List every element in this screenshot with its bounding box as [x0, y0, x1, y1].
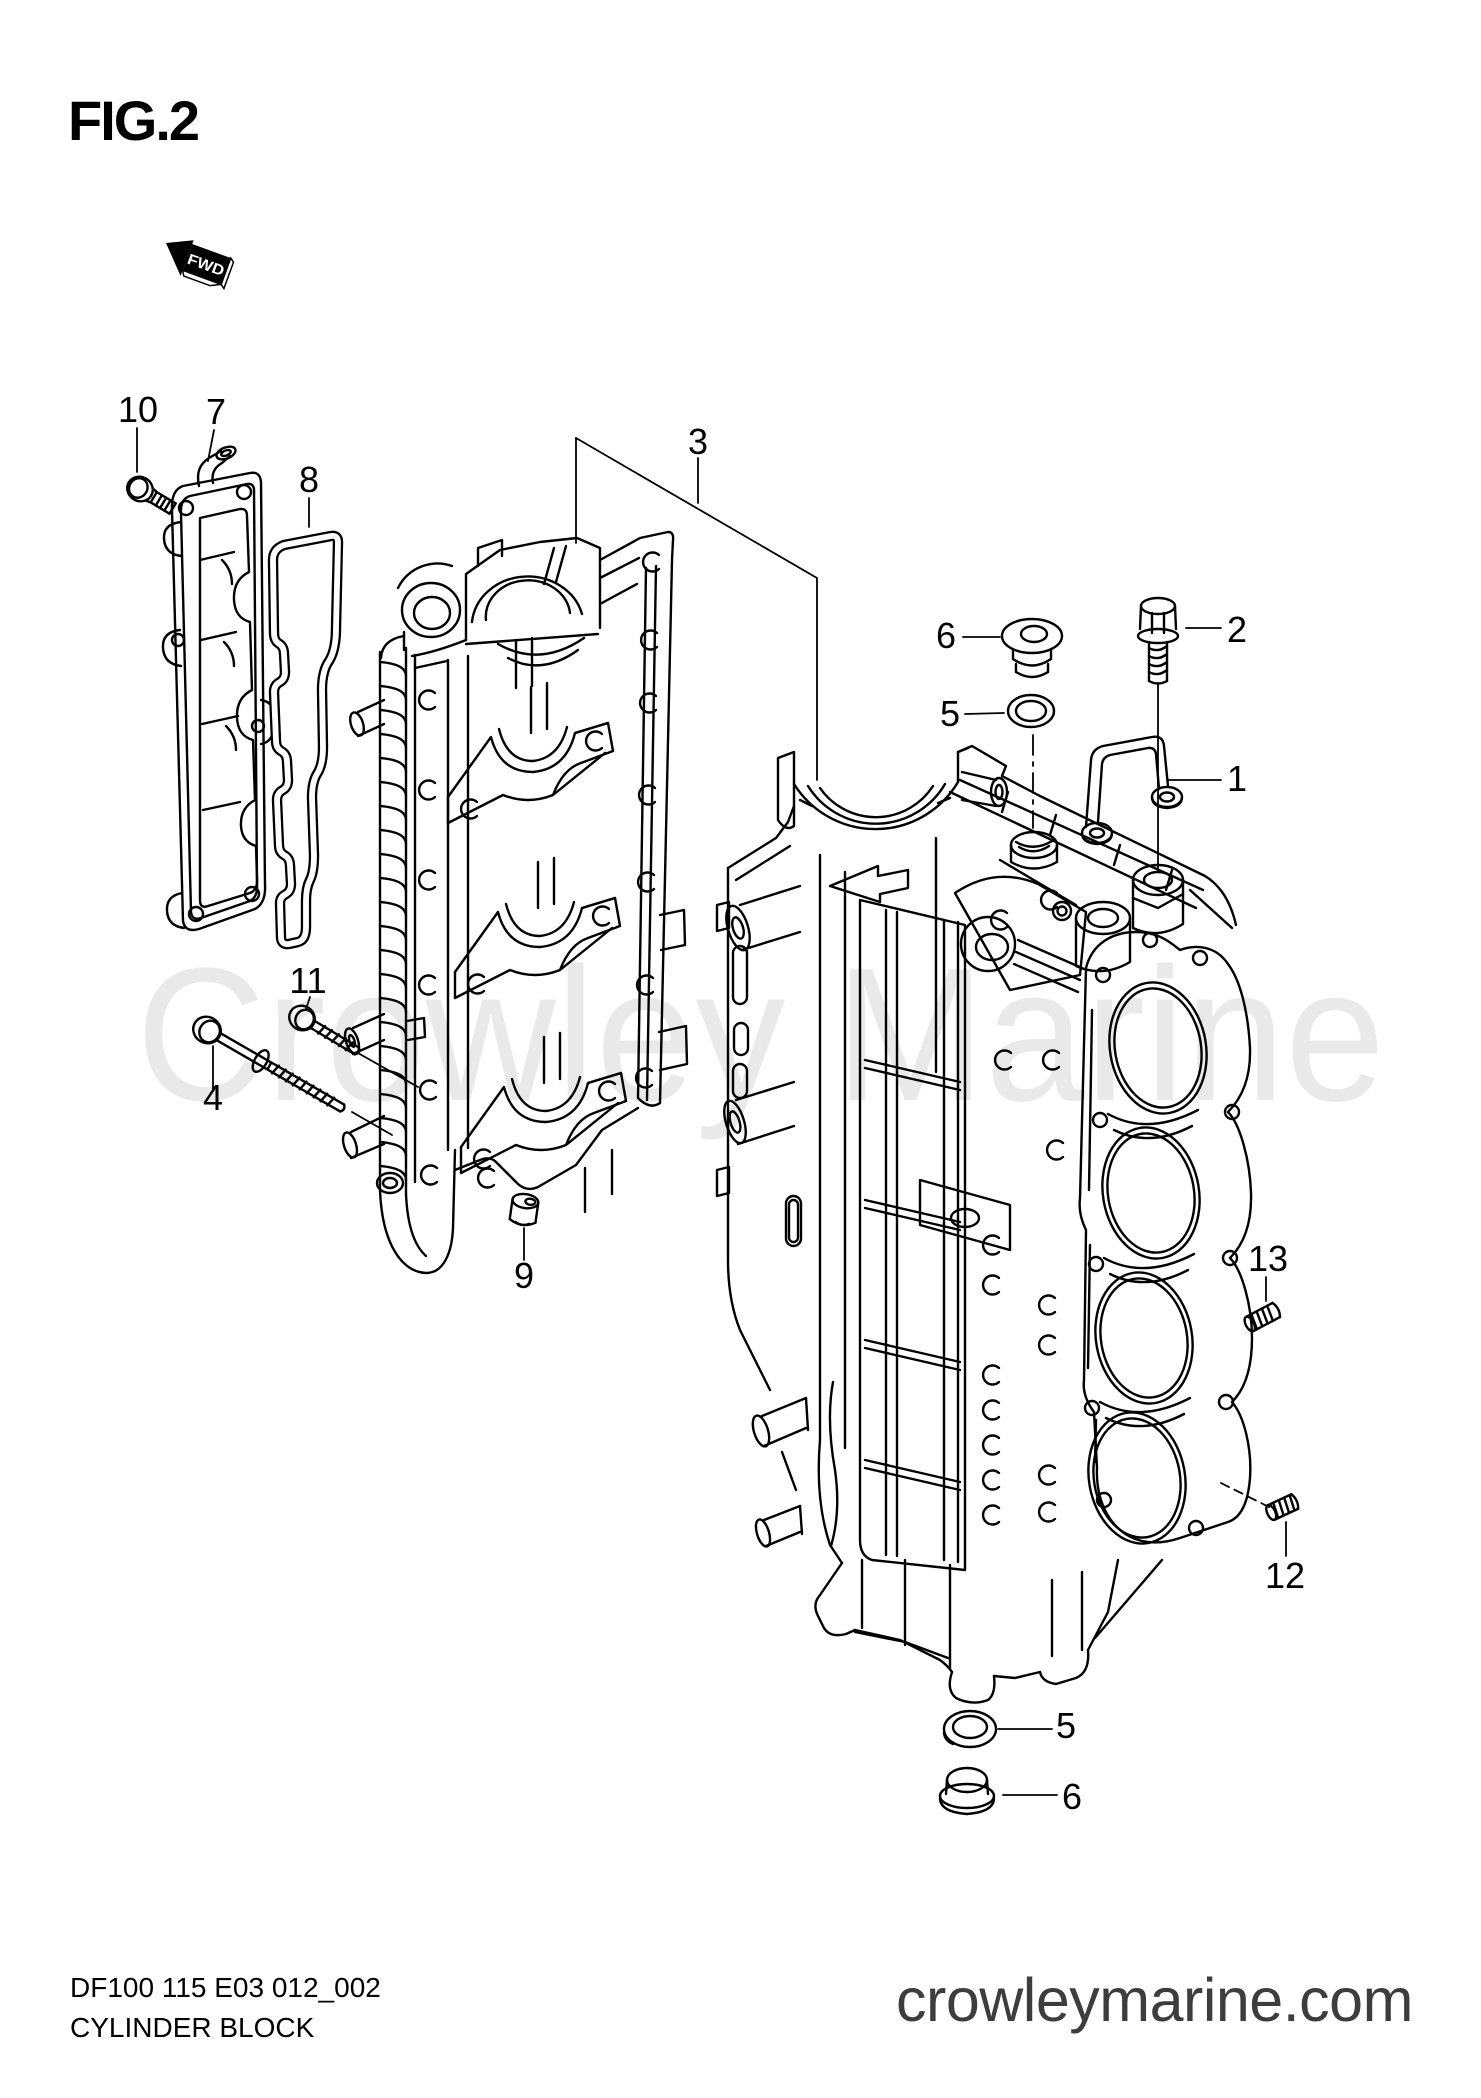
svg-text:9: 9 [514, 1255, 534, 1296]
svg-text:12: 12 [1265, 1555, 1305, 1596]
svg-text:13: 13 [1248, 1238, 1288, 1279]
svg-text:6: 6 [1062, 1776, 1082, 1817]
svg-text:11: 11 [289, 960, 326, 1001]
svg-text:2: 2 [1227, 609, 1247, 650]
svg-text:5: 5 [1056, 1705, 1076, 1746]
svg-text:4: 4 [203, 1077, 223, 1118]
svg-text:crowleymarine.com: crowleymarine.com [896, 1966, 1413, 2034]
svg-text:3: 3 [688, 421, 708, 462]
svg-text:6: 6 [936, 615, 956, 656]
svg-text:7: 7 [206, 391, 226, 432]
svg-text:CYLINDER BLOCK: CYLINDER BLOCK [70, 2012, 315, 2043]
svg-text:FIG.2: FIG.2 [68, 89, 198, 152]
svg-text:DF100 115 E03 012_002: DF100 115 E03 012_002 [70, 1972, 381, 2003]
svg-text:1: 1 [1227, 758, 1247, 799]
svg-text:5: 5 [940, 693, 960, 734]
svg-text:8: 8 [299, 459, 319, 500]
svg-text:10: 10 [118, 389, 158, 430]
